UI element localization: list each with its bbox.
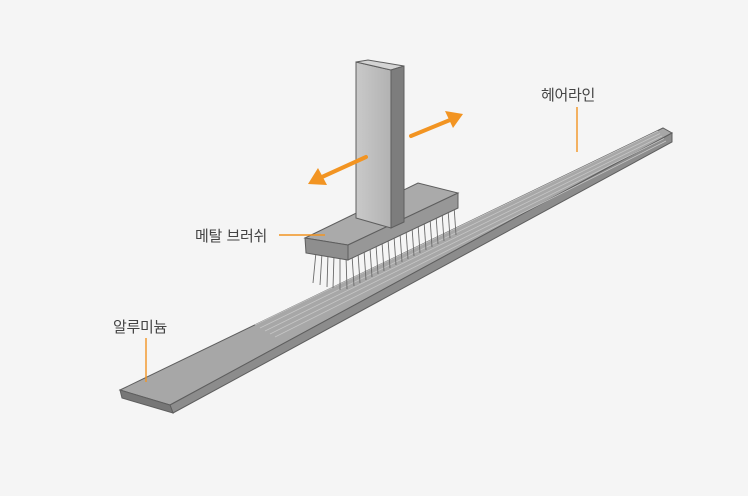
hairline-stripes [254,130,667,338]
aluminum-bar-end [119,389,174,414]
metal-brush [303,59,460,261]
arrow-right-icon [409,111,463,138]
brush-block-side [347,192,459,261]
aluminum-bar-front [169,132,673,414]
hairline-label: 헤어라인 [541,86,596,104]
aluminum-label: 알루미늄 [113,318,168,336]
brush-handle-front [355,61,392,229]
leader-lines [145,107,578,382]
metal-brush-label: 메탈 브러쉬 [195,227,267,245]
brush-handle-side [390,65,405,229]
brush-bristles [312,205,457,290]
arrow-left-icon [308,155,368,185]
